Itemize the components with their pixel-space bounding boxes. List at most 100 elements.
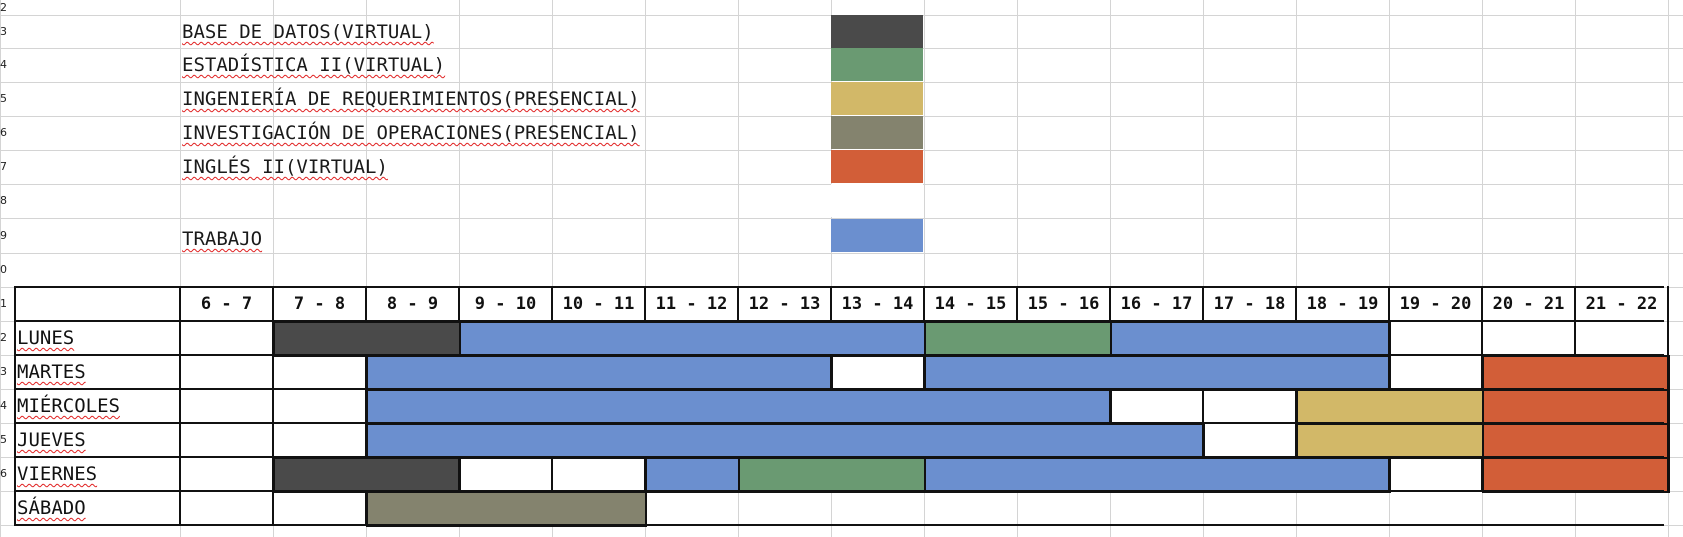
- schedule-block[interactable]: [645, 457, 740, 493]
- schedule-block[interactable]: [366, 423, 1205, 459]
- day-label[interactable]: JUEVES: [17, 429, 86, 451]
- schedule-block[interactable]: [1296, 389, 1484, 425]
- legend-swatch[interactable]: [831, 150, 923, 183]
- hour-header[interactable]: 20 - 21: [1492, 294, 1565, 314]
- cell-border: [1481, 321, 1483, 356]
- column-gridline: [1110, 0, 1111, 537]
- cell-border: [1295, 423, 1297, 458]
- legend-label[interactable]: INVESTIGACIÓN DE OPERACIONES(PRESENCIAL): [182, 122, 640, 144]
- hour-header[interactable]: 8 - 9: [386, 294, 439, 314]
- legend-swatch[interactable]: [831, 15, 923, 48]
- column-gridline: [1482, 0, 1483, 537]
- schedule-block[interactable]: [924, 457, 1391, 493]
- schedule-block[interactable]: [1482, 389, 1670, 425]
- cell-border: [272, 457, 274, 492]
- schedule-block[interactable]: [1482, 457, 1670, 493]
- hour-header[interactable]: 17 - 18: [1213, 294, 1286, 314]
- column-gridline: [0, 0, 1, 537]
- row-number[interactable]: 1: [0, 298, 7, 310]
- cell-border: [1667, 321, 1669, 356]
- schedule-block[interactable]: [1482, 355, 1670, 391]
- hour-header[interactable]: 18 - 19: [1306, 294, 1379, 314]
- row-number[interactable]: 3: [0, 366, 7, 378]
- table-border: [737, 286, 739, 322]
- legend-label[interactable]: INGENIERÍA DE REQUERIMIENTOS(PRESENCIAL): [182, 88, 640, 110]
- day-label[interactable]: VIERNES: [17, 463, 98, 485]
- day-label[interactable]: LUNES: [17, 327, 75, 349]
- hour-header[interactable]: 19 - 20: [1399, 294, 1472, 314]
- hour-header[interactable]: 12 - 13: [748, 294, 821, 314]
- row-number[interactable]: 2: [0, 332, 7, 344]
- hour-header[interactable]: 15 - 16: [1027, 294, 1100, 314]
- table-border: [1016, 286, 1018, 322]
- table-border: [1574, 286, 1576, 322]
- row-number[interactable]: 0: [0, 264, 7, 276]
- schedule-block[interactable]: [924, 321, 1112, 357]
- cell-border: [365, 389, 367, 424]
- hour-header[interactable]: 14 - 15: [934, 294, 1007, 314]
- row-number[interactable]: 8: [0, 195, 7, 207]
- table-border: [15, 320, 1664, 322]
- cell-border: [551, 457, 553, 492]
- cell-border: [365, 355, 367, 390]
- row-number[interactable]: 6: [0, 468, 7, 480]
- cell-border: [1388, 457, 1390, 492]
- legend-label[interactable]: BASE DE DATOS(VIRTUAL): [182, 21, 434, 43]
- schedule-block[interactable]: [738, 457, 926, 493]
- row-number[interactable]: 4: [0, 59, 7, 71]
- cell-border: [1388, 321, 1390, 356]
- schedule-block[interactable]: [1110, 321, 1391, 357]
- cell-border: [830, 355, 832, 390]
- row-number[interactable]: 5: [0, 434, 7, 446]
- row-number[interactable]: 2: [0, 1, 7, 14]
- schedule-block[interactable]: [1482, 423, 1670, 459]
- hour-header[interactable]: 11 - 12: [655, 294, 728, 314]
- day-label[interactable]: SÁBADO: [17, 497, 86, 519]
- schedule-block[interactable]: [366, 491, 647, 527]
- column-gridline: [1668, 0, 1669, 537]
- row-number[interactable]: 7: [0, 161, 7, 173]
- column-gridline: [1575, 0, 1576, 537]
- day-label[interactable]: MIÉRCOLES: [17, 395, 120, 417]
- row-number[interactable]: 3: [0, 25, 7, 38]
- row-number[interactable]: 4: [0, 400, 7, 412]
- column-gridline: [924, 0, 925, 537]
- hour-header[interactable]: 7 - 8: [293, 294, 346, 314]
- table-border: [15, 286, 1664, 288]
- legend-label[interactable]: ESTADÍSTICA II(VIRTUAL): [182, 54, 446, 76]
- schedule-block[interactable]: [273, 457, 461, 493]
- table-border: [830, 286, 832, 322]
- cell-border: [458, 457, 460, 492]
- legend-swatch[interactable]: [831, 82, 923, 115]
- legend-label[interactable]: TRABAJO: [182, 228, 263, 250]
- row-number[interactable]: 5: [0, 93, 7, 105]
- hour-header[interactable]: 13 - 14: [841, 294, 914, 314]
- table-border: [923, 286, 925, 322]
- hour-header[interactable]: 21 - 22: [1585, 294, 1658, 314]
- schedule-block[interactable]: [273, 321, 461, 357]
- legend-label[interactable]: INGLÉS II(VIRTUAL): [182, 156, 388, 178]
- legend-swatch[interactable]: [831, 116, 923, 149]
- row-number[interactable]: 6: [0, 127, 7, 139]
- cell-border: [644, 457, 646, 492]
- hour-header[interactable]: 16 - 17: [1120, 294, 1193, 314]
- schedule-block[interactable]: [1296, 423, 1484, 459]
- hour-header[interactable]: 6 - 7: [200, 294, 253, 314]
- day-label[interactable]: MARTES: [17, 361, 86, 383]
- legend-swatch[interactable]: [831, 184, 923, 217]
- legend-swatch[interactable]: [831, 48, 923, 81]
- schedule-block[interactable]: [366, 389, 1112, 425]
- hour-header[interactable]: 10 - 11: [562, 294, 635, 314]
- cell-border: [179, 321, 181, 356]
- schedule-block[interactable]: [366, 355, 833, 391]
- legend-swatch[interactable]: [831, 219, 923, 252]
- cell-border: [365, 423, 367, 458]
- column-gridline: [459, 0, 460, 537]
- table-border: [14, 286, 16, 322]
- schedule-block[interactable]: [459, 321, 926, 357]
- row-number[interactable]: 9: [0, 229, 7, 242]
- column-gridline: [552, 0, 553, 537]
- hour-header[interactable]: 9 - 10: [474, 294, 537, 314]
- cell-border: [1202, 423, 1204, 458]
- schedule-block[interactable]: [924, 355, 1391, 391]
